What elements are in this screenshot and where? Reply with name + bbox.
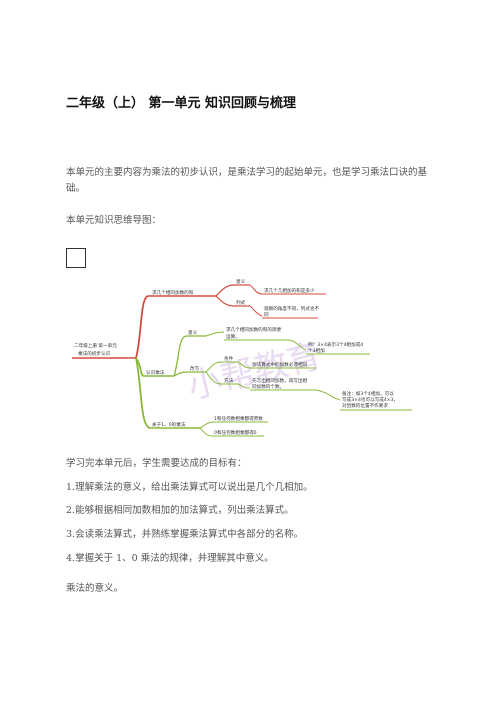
branch-recognize-multiplication: 认识乘法 意义 求几个相同加数的和的简便 运算。 例：3×4表示3个4相加或4 … xyxy=(144,326,412,411)
b2-note-text-3: 对因数的位置不作要求 xyxy=(342,402,388,409)
b2-write-label: 改写 xyxy=(190,365,200,372)
b3-zero-text: 0和任何数相乘都得0 xyxy=(214,429,257,436)
mindmap-caption: 本单元知识思维导图： xyxy=(66,215,162,226)
b2-condition-text: 加法算式中的加数必须相同 xyxy=(252,361,308,368)
goal-item: 1.理解乘法的意义，给出乘法算式可以说出是几个几相加。 xyxy=(66,482,313,493)
b1-meaning-text: 求几个几相加的和是多少 xyxy=(264,287,315,294)
page-title: 二年级（上） 第一单元 知识回顾与梳理 xyxy=(66,96,297,111)
b1-formula-text-2: 同 xyxy=(264,312,269,318)
goals-heading: 学习完本单元后，学生需要达成的目标有： xyxy=(66,458,247,469)
b2-meaning-text-2: 运算。 xyxy=(226,333,240,340)
b2-method-label: 方法 xyxy=(224,377,234,384)
image-placeholder-box xyxy=(66,248,86,268)
branch-2-label: 认识乘法 xyxy=(146,369,165,376)
b1-meaning-label: 意义 xyxy=(236,278,246,285)
b2-method-text-2: 同加数的个数。 xyxy=(252,383,284,390)
intro-paragraph: 本单元的主要内容为乘法的初步认识，是乘法学习的起始单元，也是学习乘法口诀的基础。 xyxy=(66,167,428,194)
b2-meaning-text-1: 求几个相同加数的和的简便 xyxy=(226,326,282,333)
root-label-line2: 乘法的初步认识 xyxy=(78,350,111,357)
mindmap-root: 二年级上册 第一单元 乘法的初步认识 xyxy=(72,342,136,359)
b2-note-text-1: 备注：如3个4相加，可以 xyxy=(342,390,394,397)
b3-one-text: 1和任何数相乘都得原数 xyxy=(214,415,263,422)
goal-item: 3.会读乘法算式，并熟练掌握乘法算式中各部分的名称。 xyxy=(66,529,304,540)
b2-example-text-1: 例：3×4表示3个4相加或4 xyxy=(308,341,363,348)
branch-one-zero-multiplication: 关于1、0的乘法 1和任何数相乘都得原数 0和任何数相乘都得0 xyxy=(150,415,268,437)
branch-1-label: 求几个相同加数的和 xyxy=(152,289,194,296)
branch-3-label: 关于1、0的乘法 xyxy=(152,421,186,428)
b2-meaning-label: 意义 xyxy=(188,329,198,336)
b1-formula-label: 列式 xyxy=(236,299,246,306)
b2-note-text-2: 写成3×4也可以写成4×3， xyxy=(342,396,398,403)
b2-method-text-1: 先写出相同加数，再写出相 xyxy=(252,377,308,384)
b2-example-text-2: 个3相加 xyxy=(308,347,325,354)
goal-item: 4.掌握关于 1、0 乘法的规律，并理解其中意义。 xyxy=(66,553,274,564)
branch-sum-of-same-addends: 求几个相同加数的和 意义 列式 求几个几相加的和是多少 观察的角度不同，列式也不… xyxy=(148,278,326,319)
section-heading: 乘法的意义。 xyxy=(66,583,124,594)
mindmap-diagram: 小帮教育 二年级上册 第一单元 乘法的初步认识 求几个相同加数的和 意义 列式 … xyxy=(72,278,412,437)
root-label-line1: 二年级上册 第一单元 xyxy=(74,342,117,349)
b2-condition-label: 条件 xyxy=(224,355,234,362)
goal-item: 2.能够根据相同加数相加的加法算式，列出乘法算式。 xyxy=(66,505,294,516)
b1-formula-text-1: 观察的角度不同，列式也不 xyxy=(264,305,320,312)
